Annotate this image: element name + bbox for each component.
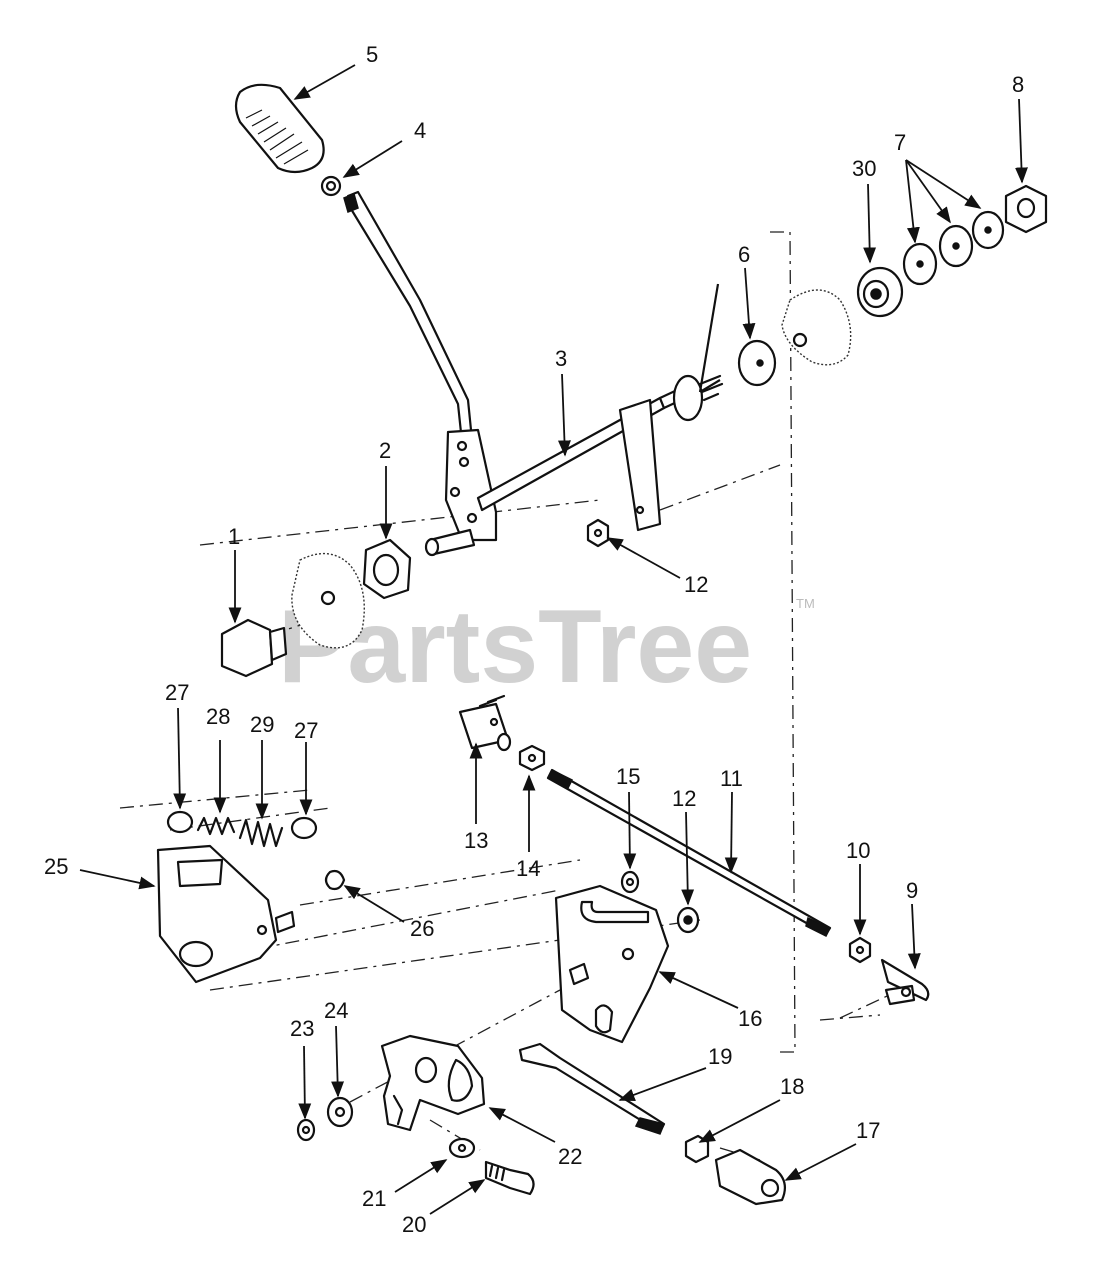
callout-30: 30 — [852, 156, 876, 181]
part-25-shift-plate — [156, 844, 296, 984]
part-2-hex-nut — [362, 538, 412, 600]
part-10-nut — [848, 936, 872, 964]
part-9-ball-joint — [880, 958, 930, 1006]
part-8-nut — [1004, 184, 1048, 234]
callout-13: 13 — [464, 828, 488, 853]
part-6-washer — [737, 339, 777, 387]
callout-18: 18 — [780, 1074, 804, 1099]
callout-27-right: 27 — [294, 718, 318, 743]
callout-11: 11 — [720, 766, 743, 791]
callout-23: 23 — [290, 1016, 314, 1041]
part-21-washer — [448, 1137, 476, 1159]
part-5-handle-grip — [234, 83, 325, 174]
shift-lever-rod — [343, 190, 474, 444]
callout-29: 29 — [250, 712, 274, 737]
callout-24: 24 — [324, 998, 348, 1023]
part-11-threaded-rod — [546, 768, 832, 938]
callout-6: 6 — [738, 242, 750, 267]
callout-5: 5 — [366, 42, 378, 67]
spring-assembly — [166, 810, 318, 848]
callout-21: 21 — [362, 1186, 386, 1211]
callout-7: 7 — [894, 130, 906, 155]
part-16-shift-plate — [554, 884, 670, 1044]
part-12-nut-upper — [586, 518, 610, 548]
part-26-clip — [324, 869, 346, 891]
part-30-bushing — [856, 266, 904, 318]
callout-1: 1 — [228, 524, 240, 549]
callout-28: 28 — [206, 704, 230, 729]
callout-12-lower: 12 — [672, 786, 696, 811]
callout-3: 3 — [555, 346, 567, 371]
callout-20: 20 — [402, 1212, 426, 1237]
part-20-bolt — [484, 1160, 535, 1196]
part-4-nut — [320, 175, 342, 197]
part-23-clip — [296, 1118, 316, 1142]
callout-26: 26 — [410, 916, 434, 941]
part-24-washer — [326, 1096, 354, 1128]
part-12-nut-lower — [676, 906, 700, 934]
part-14-nut — [518, 744, 546, 772]
callout-17: 17 — [856, 1118, 880, 1143]
ghost-plate-right — [781, 289, 852, 366]
callout-27-left: 27 — [165, 680, 189, 705]
callout-4: 4 — [414, 118, 426, 143]
callout-19: 19 — [708, 1044, 732, 1069]
callout-25: 25 — [44, 854, 68, 879]
part-17-clevis — [714, 1148, 787, 1206]
part-15-clip — [620, 870, 640, 894]
part-13-swivel — [458, 694, 512, 752]
callout-22: 22 — [558, 1144, 582, 1169]
callout-2: 2 — [379, 438, 391, 463]
part-3-shift-shaft — [424, 283, 724, 557]
callout-labels: 1 2 3 4 5 6 7 8 9 10 11 12 12 13 14 15 1… — [44, 42, 1024, 1237]
callout-15: 15 — [616, 764, 640, 789]
part-19-threaded-link — [518, 1042, 666, 1135]
callout-12-upper: 12 — [684, 572, 708, 597]
part-1-bolt — [220, 618, 288, 678]
part-7-washers — [902, 210, 1005, 286]
callout-14: 14 — [516, 856, 540, 881]
leader-arrows — [79, 64, 1028, 1215]
ghost-plate-left — [291, 552, 365, 649]
callout-16: 16 — [738, 1006, 762, 1031]
callout-8: 8 — [1012, 72, 1024, 97]
callout-9: 9 — [906, 878, 918, 903]
callout-10: 10 — [846, 838, 870, 863]
watermark-trademark: TM — [796, 596, 815, 611]
part-22-bracket — [380, 1034, 486, 1132]
